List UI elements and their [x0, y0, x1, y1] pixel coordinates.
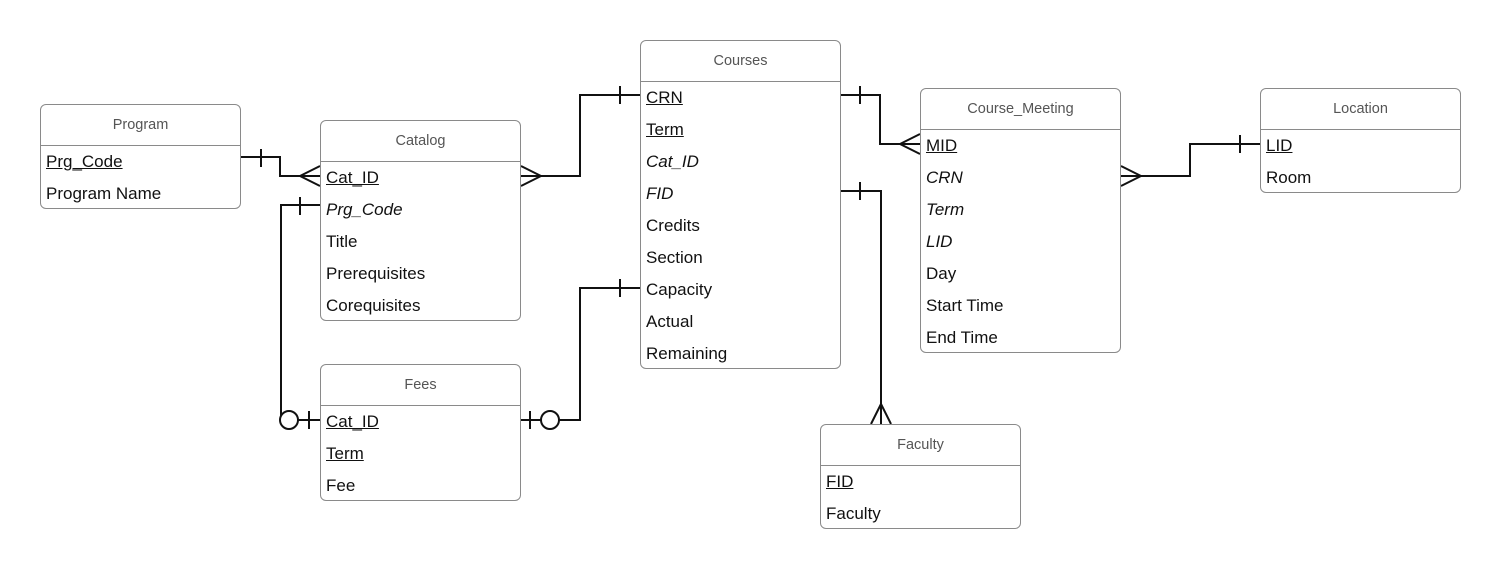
- field-room: Room: [1266, 168, 1312, 187]
- entity-course-meeting[interactable]: Course_Meeting MID CRN Term LID Day Star…: [920, 88, 1121, 353]
- field-corequisites: Corequisites: [326, 296, 421, 315]
- entity-title: Course_Meeting: [921, 89, 1120, 130]
- rel-fees-courses-zero-mark: [540, 410, 560, 430]
- field-lid: LID: [1266, 136, 1293, 155]
- field-cat-id: Cat_ID: [326, 412, 379, 431]
- field-end-time: End Time: [926, 328, 998, 347]
- rel-catalog-fees: [280, 204, 320, 421]
- entity-title: Location: [1261, 89, 1460, 130]
- rel-courses-meeting: [841, 94, 920, 145]
- rel-courses-meeting-many-mark: [899, 133, 921, 155]
- entity-location[interactable]: Location LID Room: [1260, 88, 1461, 193]
- field-lid: LID: [926, 232, 953, 251]
- field-crn: CRN: [646, 88, 683, 107]
- field-prg-code: Prg_Code: [46, 152, 123, 171]
- rel-program-catalog-many-mark: [299, 165, 321, 187]
- entity-title: Fees: [321, 365, 520, 406]
- field-term: Term: [926, 200, 965, 219]
- rel-meeting-location-many-mark: [1120, 165, 1142, 187]
- entity-courses[interactable]: Courses CRN Term Cat_ID FID Credits Sect…: [640, 40, 841, 369]
- field-day: Day: [926, 264, 957, 283]
- field-remaining: Remaining: [646, 344, 728, 363]
- field-fee: Fee: [326, 476, 356, 495]
- entity-fees[interactable]: Fees Cat_ID Term Fee: [320, 364, 521, 501]
- field-prg-code: Prg_Code: [326, 200, 403, 219]
- rel-meeting-location: [1121, 143, 1260, 177]
- rel-courses-faculty: [841, 190, 882, 424]
- field-title: Title: [326, 232, 358, 251]
- rel-catalog-fees-zero-mark: [279, 410, 299, 430]
- rel-catalog-courses: [521, 94, 640, 177]
- entity-title: Catalog: [321, 121, 520, 162]
- field-actual: Actual: [646, 312, 694, 331]
- entity-program[interactable]: Program Prg_Code Program Name: [40, 104, 241, 209]
- entity-title: Program: [41, 105, 240, 146]
- field-fid: FID: [646, 184, 674, 203]
- field-capacity: Capacity: [646, 280, 713, 299]
- field-term: Term: [646, 120, 684, 139]
- field-start-time: Start Time: [926, 296, 1004, 315]
- field-prerequisites: Prerequisites: [326, 264, 426, 283]
- rel-fees-courses-link: [559, 287, 640, 421]
- entity-title: Courses: [641, 41, 840, 82]
- field-credits: Credits: [646, 216, 700, 235]
- field-faculty: Faculty: [826, 504, 881, 523]
- field-fid: FID: [826, 472, 854, 491]
- field-section: Section: [646, 248, 703, 267]
- field-crn: CRN: [926, 168, 963, 187]
- rel-program-catalog: [241, 156, 320, 177]
- rel-catalog-courses-many-mark: [520, 165, 542, 187]
- rel-courses-faculty-many-mark: [870, 403, 892, 425]
- field-program-name: Program Name: [46, 184, 162, 203]
- field-term: Term: [326, 444, 364, 463]
- field-cat-id: Cat_ID: [646, 152, 699, 171]
- field-cat-id: Cat_ID: [326, 168, 379, 187]
- field-mid: MID: [926, 136, 958, 155]
- entity-faculty[interactable]: Faculty FID Faculty: [820, 424, 1021, 529]
- entity-title: Faculty: [821, 425, 1020, 466]
- entity-catalog[interactable]: Catalog Cat_ID Prg_Code Title Prerequisi…: [320, 120, 521, 321]
